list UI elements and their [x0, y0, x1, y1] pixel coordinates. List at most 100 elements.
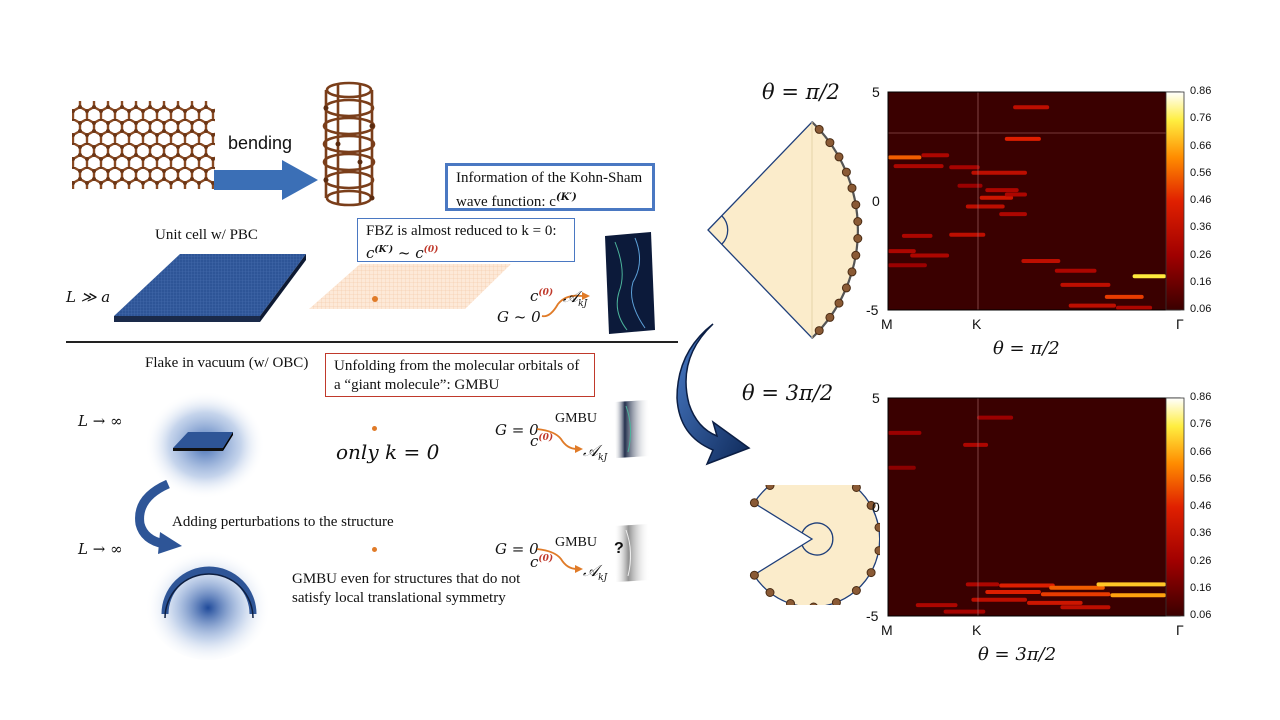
g-sim-0: G ~ 0: [497, 308, 541, 326]
hm1-ytick-5: 5: [872, 84, 880, 100]
heatmap-1-streak: [888, 155, 921, 159]
hm1-xtick-k: K: [972, 316, 981, 332]
akj-1-sub: kJ: [598, 453, 607, 463]
section-divider: [66, 341, 678, 343]
heatmap-1-streak: [949, 233, 985, 237]
hm2-xtick-k: K: [972, 622, 981, 638]
cone-1-atom: [815, 125, 823, 133]
cone-1-atom: [826, 139, 834, 147]
cone-1-atom: [826, 313, 834, 321]
hm1-xtick-m: M: [881, 316, 893, 332]
gmbu-even-line-1: GMBU even for structures that do not: [292, 570, 520, 589]
unfold-line-1: Unfolding from the molecular orbitals of: [334, 357, 586, 376]
colorbar-1-tick: 0.76: [1190, 112, 1211, 124]
heatmap-2-streak: [888, 431, 921, 435]
heatmap-1-streak: [1116, 306, 1152, 310]
orange-arrow-2: [535, 545, 585, 575]
colorbar-1-tick: 0.86: [1190, 85, 1211, 97]
colorbar-2: [1166, 398, 1184, 616]
colorbar-2-tick: 0.66: [1190, 446, 1211, 458]
akj-2: 𝒜kJ: [583, 561, 607, 583]
colorbar-2-tick: 0.86: [1190, 391, 1211, 403]
heatmap-1-streak: [1021, 259, 1060, 263]
bent-flake: [143, 540, 273, 660]
cone-1-atom: [842, 168, 850, 176]
heatmap-1-streak: [999, 212, 1027, 216]
heatmap-2-streak: [963, 443, 988, 447]
heatmap-1-streak: [1133, 274, 1166, 278]
colorbar-2-tick: 0.76: [1190, 418, 1211, 430]
bz-plane: [305, 262, 515, 312]
akj-2-a: 𝒜: [583, 561, 598, 580]
hm2-ytick-0: 0: [872, 499, 880, 515]
unit-cell-label: Unit cell w/ PBC: [155, 227, 258, 244]
fbz-c2: ~ c: [393, 244, 424, 262]
colorbar-2-tick: 0.46: [1190, 500, 1211, 512]
heatmap-1-streak: [1069, 304, 1116, 308]
only-k0: only k = 0: [336, 440, 439, 464]
cone-1-atom: [854, 218, 862, 226]
heatmap-1-streak: [971, 171, 1027, 175]
heatmap-1-streak: [958, 184, 983, 188]
colorbar-2-tick: 0.56: [1190, 473, 1211, 485]
info-sup: (K′): [556, 192, 577, 203]
cone-1-atom: [852, 251, 860, 259]
cone-2-atom: [852, 587, 860, 595]
cone-three-pi-half: [740, 485, 880, 605]
hm2-ytick-m5: -5: [866, 608, 878, 624]
heatmap-1-streak: [888, 263, 927, 267]
colorbar-1-tick: 0.26: [1190, 249, 1211, 261]
colorbar-2-tick: 0.16: [1190, 582, 1211, 594]
heatmap-1-streak: [966, 205, 1005, 209]
fbz-sup2: (0): [424, 245, 439, 255]
colorbar-2-tick: 0.36: [1190, 527, 1211, 539]
heatmap-2-streak: [977, 416, 1013, 420]
unit-cell-slab: [110, 250, 310, 334]
theta-mid-label: θ = 3π/2: [742, 381, 833, 405]
hm2-xlabel: θ = 3π/2: [978, 644, 1056, 665]
gmbu-even-line-2: satisfy local translational symmetry: [292, 589, 520, 608]
cone-1-atom: [815, 327, 823, 335]
flake-label: Flake in vacuum (w/ OBC): [145, 355, 308, 372]
unfold-box: Unfolding from the molecular orbitals of…: [325, 353, 595, 397]
colorbar-1-tick: 0.16: [1190, 276, 1211, 288]
cone-2-atom: [787, 600, 795, 606]
cone-2-atom: [832, 599, 840, 606]
colorbar-2-tick: 0.06: [1190, 609, 1211, 621]
orange-arrow-1: [535, 425, 585, 455]
nanotube: [320, 70, 378, 220]
cone-1-atom: [842, 284, 850, 292]
heatmap-1-streak: [1055, 269, 1097, 273]
kohn-sham-info-box: Information of the Kohn-Sham wave functi…: [445, 163, 655, 211]
heatmap-2-streak: [1110, 593, 1166, 597]
heatmap-2-streak: [1027, 601, 1083, 605]
heatmap-1-streak: [1105, 295, 1144, 299]
cone-1-atom: [854, 235, 862, 243]
heatmap-2-streak: [1097, 582, 1167, 586]
hm1-ytick-m5: -5: [866, 302, 878, 318]
info-line-2-text: wave function: c: [456, 194, 556, 210]
bending-label: bending: [228, 133, 292, 154]
question-mark: ?: [614, 540, 624, 558]
heatmap-2-streak: [985, 590, 1041, 594]
akj-2-sub: kJ: [598, 573, 607, 583]
colorbar-1-tick: 0.36: [1190, 221, 1211, 233]
cone-2-atom: [766, 589, 774, 597]
heatmap-1-streak: [1005, 193, 1027, 197]
cone-1-atom: [835, 153, 843, 161]
akj-1: 𝒜kJ: [583, 441, 607, 463]
fbz-line-2: c(K′) ~ c(0): [366, 241, 566, 263]
akj-top: 𝒜kJ: [563, 287, 587, 309]
fbz-line-1: FBZ is almost reduced to k = 0:: [366, 222, 566, 241]
heatmap-1-streak: [1013, 105, 1049, 109]
colorbar-1-tick: 0.66: [1190, 140, 1211, 152]
info-line-2: wave function: c(K′): [456, 188, 644, 212]
cone-2-atom: [852, 485, 860, 492]
graphene-sheet: [66, 95, 221, 195]
heatmap-1-streak: [894, 164, 944, 168]
info-line-1: Information of the Kohn-Sham: [456, 169, 644, 188]
band-thumbnail-top: [605, 232, 655, 334]
theta-top-label: θ = π/2: [762, 80, 840, 104]
hm1-xlabel: θ = π/2: [993, 338, 1060, 359]
heatmap-1-streak: [902, 234, 933, 238]
